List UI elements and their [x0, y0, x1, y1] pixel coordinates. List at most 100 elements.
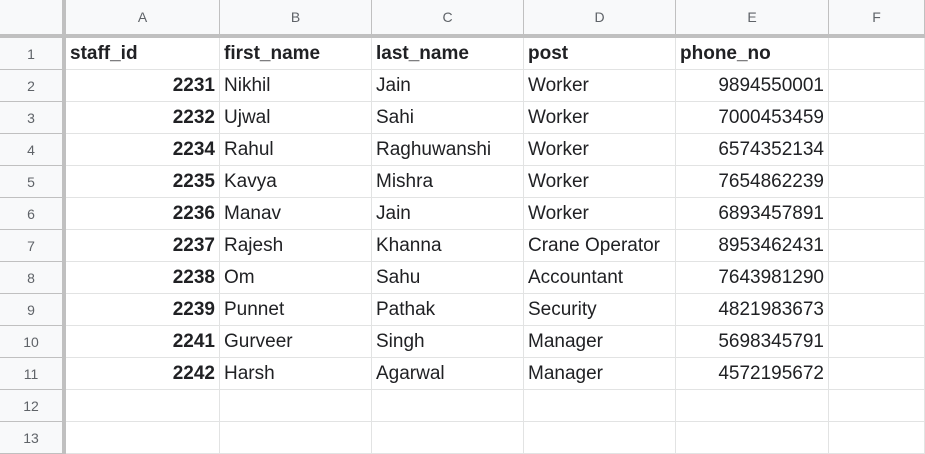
- cell[interactable]: Kavya: [220, 166, 372, 198]
- cell[interactable]: Gurveer: [220, 326, 372, 358]
- row-header[interactable]: 10: [0, 326, 66, 358]
- cell[interactable]: Singh: [372, 326, 524, 358]
- cell[interactable]: 8953462431: [676, 230, 829, 262]
- cell[interactable]: staff_id: [66, 38, 220, 70]
- cell[interactable]: Worker: [524, 166, 676, 198]
- cell[interactable]: Manager: [524, 326, 676, 358]
- cell[interactable]: 6574352134: [676, 134, 829, 166]
- cell[interactable]: [372, 390, 524, 422]
- row-header[interactable]: 6: [0, 198, 66, 230]
- cell[interactable]: [66, 422, 220, 454]
- cell[interactable]: [829, 390, 925, 422]
- cell[interactable]: Rajesh: [220, 230, 372, 262]
- cell[interactable]: [829, 326, 925, 358]
- cell[interactable]: [829, 198, 925, 230]
- cell[interactable]: 2238: [66, 262, 220, 294]
- cell[interactable]: 2237: [66, 230, 220, 262]
- row-header[interactable]: 2: [0, 70, 66, 102]
- cell[interactable]: [829, 422, 925, 454]
- cell[interactable]: [829, 230, 925, 262]
- cell[interactable]: [829, 262, 925, 294]
- cell[interactable]: 5698345791: [676, 326, 829, 358]
- cell[interactable]: 7654862239: [676, 166, 829, 198]
- row-header[interactable]: 8: [0, 262, 66, 294]
- column-header-d[interactable]: D: [524, 0, 676, 38]
- cell[interactable]: [829, 166, 925, 198]
- cell[interactable]: Khanna: [372, 230, 524, 262]
- cell[interactable]: [524, 390, 676, 422]
- cell[interactable]: [829, 38, 925, 70]
- cell[interactable]: 2235: [66, 166, 220, 198]
- cell[interactable]: [829, 294, 925, 326]
- cell[interactable]: Raghuwanshi: [372, 134, 524, 166]
- cell[interactable]: Mishra: [372, 166, 524, 198]
- row-header[interactable]: 11: [0, 358, 66, 390]
- cell[interactable]: 4821983673: [676, 294, 829, 326]
- cell[interactable]: 7000453459: [676, 102, 829, 134]
- cell[interactable]: 2239: [66, 294, 220, 326]
- row-header[interactable]: 4: [0, 134, 66, 166]
- cell[interactable]: Sahi: [372, 102, 524, 134]
- row-header[interactable]: 12: [0, 390, 66, 422]
- cell[interactable]: 2241: [66, 326, 220, 358]
- cell[interactable]: Manager: [524, 358, 676, 390]
- cell[interactable]: Pathak: [372, 294, 524, 326]
- cell[interactable]: 7643981290: [676, 262, 829, 294]
- cell[interactable]: last_name: [372, 38, 524, 70]
- row-header[interactable]: 5: [0, 166, 66, 198]
- cell[interactable]: Worker: [524, 70, 676, 102]
- cell[interactable]: 2231: [66, 70, 220, 102]
- column-header-f[interactable]: F: [829, 0, 925, 38]
- cell[interactable]: Harsh: [220, 358, 372, 390]
- cell[interactable]: [676, 390, 829, 422]
- cell[interactable]: [676, 422, 829, 454]
- cell[interactable]: Rahul: [220, 134, 372, 166]
- cell[interactable]: [524, 422, 676, 454]
- cell[interactable]: [829, 134, 925, 166]
- cell[interactable]: Nikhil: [220, 70, 372, 102]
- cell[interactable]: [829, 70, 925, 102]
- cell[interactable]: Accountant: [524, 262, 676, 294]
- cell[interactable]: Jain: [372, 198, 524, 230]
- cell[interactable]: Sahu: [372, 262, 524, 294]
- cell[interactable]: 6893457891: [676, 198, 829, 230]
- cell[interactable]: Worker: [524, 134, 676, 166]
- cell[interactable]: 2232: [66, 102, 220, 134]
- cell[interactable]: 4572195672: [676, 358, 829, 390]
- column-header-e[interactable]: E: [676, 0, 829, 38]
- cell[interactable]: Jain: [372, 70, 524, 102]
- sheet-row: 4 2234 Rahul Raghuwanshi Worker 65743521…: [0, 134, 925, 166]
- row-header[interactable]: 13: [0, 422, 66, 454]
- cell[interactable]: 2242: [66, 358, 220, 390]
- cell[interactable]: phone_no: [676, 38, 829, 70]
- column-header-a[interactable]: A: [66, 0, 220, 38]
- cell[interactable]: Agarwal: [372, 358, 524, 390]
- cell[interactable]: [372, 422, 524, 454]
- row-header[interactable]: 9: [0, 294, 66, 326]
- cell[interactable]: [66, 390, 220, 422]
- cell[interactable]: 2234: [66, 134, 220, 166]
- cell[interactable]: [829, 358, 925, 390]
- cell[interactable]: Punnet: [220, 294, 372, 326]
- cell[interactable]: Ujwal: [220, 102, 372, 134]
- select-all-corner[interactable]: [0, 0, 66, 38]
- row-header[interactable]: 3: [0, 102, 66, 134]
- cell[interactable]: Om: [220, 262, 372, 294]
- cell[interactable]: Worker: [524, 102, 676, 134]
- cell[interactable]: [220, 390, 372, 422]
- column-header-b[interactable]: B: [220, 0, 372, 38]
- cell[interactable]: Manav: [220, 198, 372, 230]
- cell[interactable]: Crane Operator: [524, 230, 676, 262]
- cell[interactable]: 9894550001: [676, 70, 829, 102]
- row-header[interactable]: 7: [0, 230, 66, 262]
- sheet-row: 10 2241 Gurveer Singh Manager 5698345791: [0, 326, 925, 358]
- cell[interactable]: Security: [524, 294, 676, 326]
- cell[interactable]: post: [524, 38, 676, 70]
- row-header[interactable]: 1: [0, 38, 66, 70]
- cell[interactable]: 2236: [66, 198, 220, 230]
- cell[interactable]: [220, 422, 372, 454]
- cell[interactable]: [829, 102, 925, 134]
- cell[interactable]: Worker: [524, 198, 676, 230]
- column-header-c[interactable]: C: [372, 0, 524, 38]
- cell[interactable]: first_name: [220, 38, 372, 70]
